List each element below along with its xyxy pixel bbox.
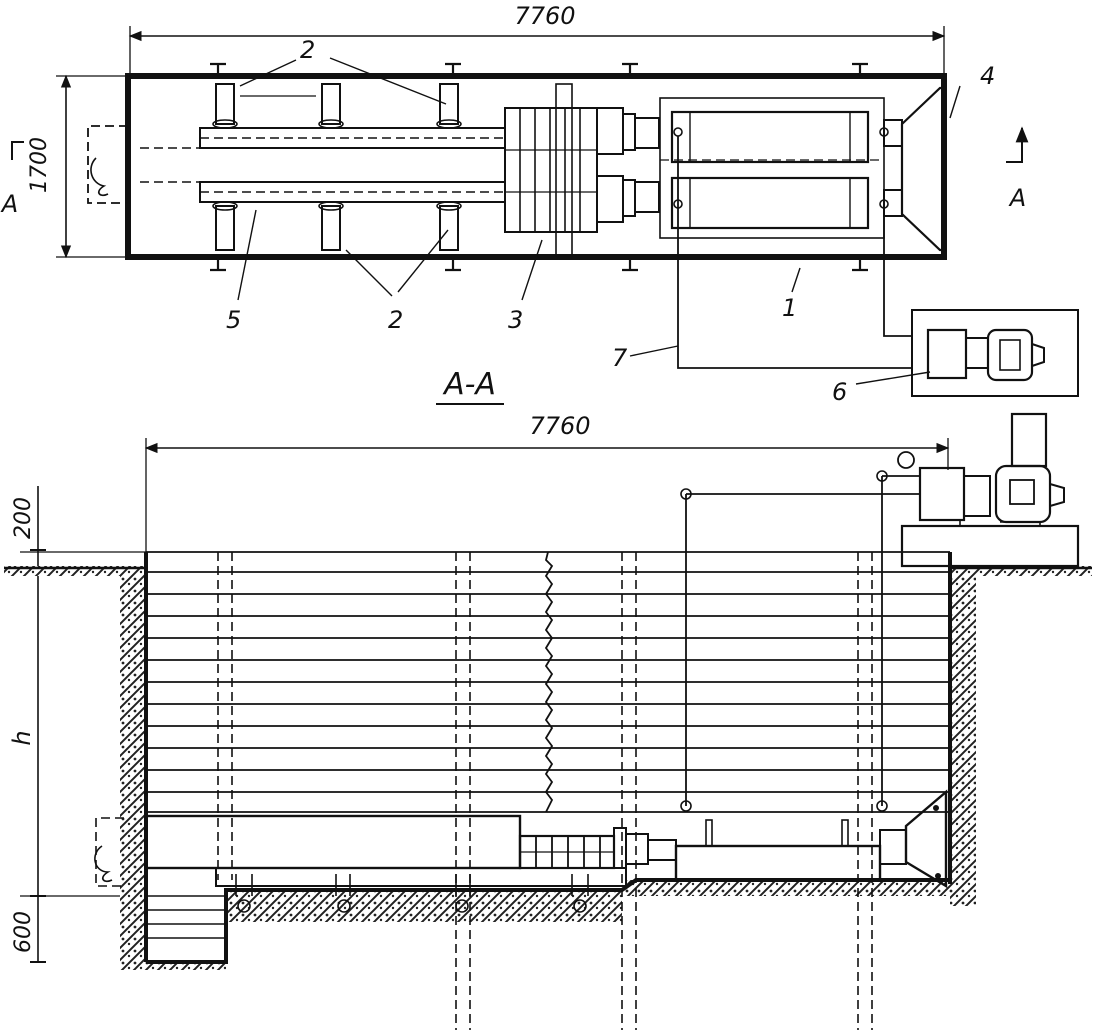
plan-width-dimension: 1700 xyxy=(27,74,128,259)
section-drive-unit xyxy=(900,412,1080,568)
section-pump xyxy=(613,789,948,889)
section-view: A-A 7760 200 h 600 xyxy=(4,367,1092,1030)
plan-couplings xyxy=(596,107,660,223)
callout-4: 4 xyxy=(980,62,995,90)
section-marker-left-label: A xyxy=(0,190,18,218)
plan-view: 7760 1700 A A xyxy=(0,2,1079,406)
plan-width-label: 1700 xyxy=(27,137,52,193)
plan-supports xyxy=(212,83,462,251)
callout-2-top: 2 xyxy=(300,36,315,64)
section-length-dimension: 7760 xyxy=(144,412,950,552)
plan-length-label: 7760 xyxy=(514,2,575,30)
callout-7: 7 xyxy=(612,344,628,372)
plan-leaders xyxy=(237,57,961,385)
pit-outline xyxy=(125,73,947,260)
callout-2-bottom: 2 xyxy=(388,306,403,334)
dim-height-label: h xyxy=(8,730,36,745)
callout-3: 3 xyxy=(508,306,523,334)
section-plate-stack xyxy=(518,834,616,870)
section-marker-right: A xyxy=(1006,126,1029,212)
plan-length-dimension: 7760 xyxy=(128,2,946,74)
plan-power-lines xyxy=(677,136,913,369)
piles-dashed xyxy=(217,552,873,1030)
plate-layers xyxy=(146,551,950,813)
section-marker-left: A xyxy=(0,141,24,218)
callout-5: 5 xyxy=(226,306,241,334)
end-collector xyxy=(900,86,946,252)
channel-dashed-outline xyxy=(87,125,128,204)
section-marker-right-label: A xyxy=(1008,184,1026,212)
plate-stack xyxy=(504,83,598,257)
callout-6: 6 xyxy=(832,378,847,406)
pump-units xyxy=(659,97,903,239)
plan-anchors xyxy=(210,62,868,272)
soil-hatching xyxy=(4,566,1092,970)
section-length-label: 7760 xyxy=(529,412,590,440)
bottom-bolts xyxy=(235,874,589,913)
section-title: A-A xyxy=(442,367,496,402)
dim-top-label: 200 xyxy=(11,497,36,539)
callout-1: 1 xyxy=(782,294,797,322)
dim-bottom-label: 600 xyxy=(11,911,36,953)
drive-unit xyxy=(911,309,1079,397)
plan-pipes xyxy=(140,127,506,203)
section-power-lines xyxy=(680,451,920,812)
